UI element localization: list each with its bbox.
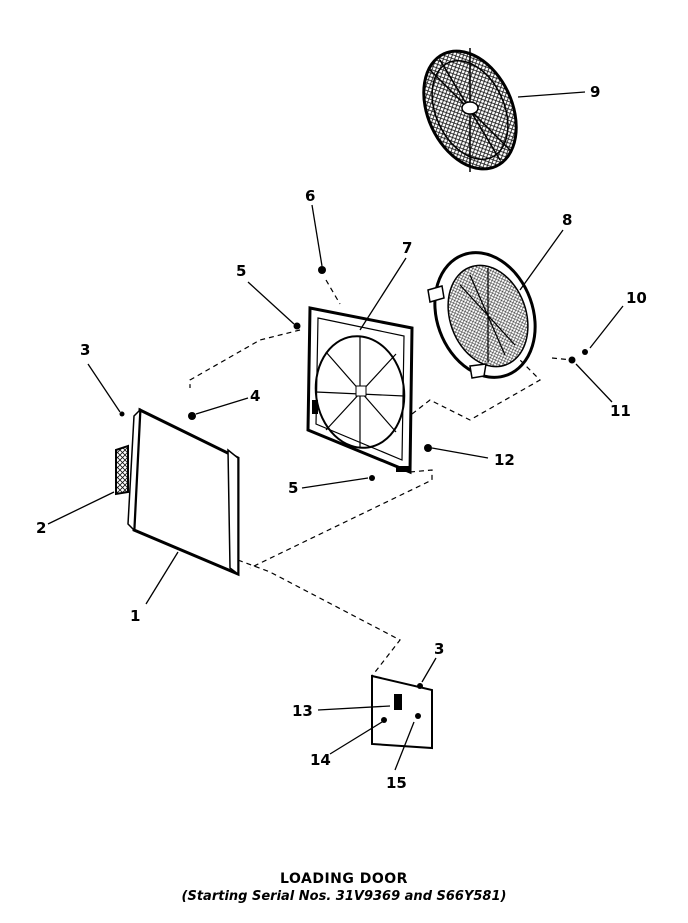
leader-lines: [47, 91, 624, 771]
callout-11: 11: [610, 402, 631, 420]
part-7-inner-frame: [306, 306, 414, 475]
part-4-screw: [188, 412, 196, 420]
callout-5-lower: 5: [288, 479, 298, 497]
callout-15: 15: [386, 774, 407, 792]
part-5-screw-lower: [369, 475, 375, 481]
callouts: 9 6 7 8 5 3 4 10 11 12 5 2 1 3 13 14 15: [36, 83, 647, 792]
callout-13: 13: [292, 702, 313, 720]
diagram-subtitle: (Starting Serial Nos. 31V9369 and S66Y58…: [181, 889, 507, 904]
hardware-screws: [119, 266, 588, 481]
callout-7: 7: [402, 239, 412, 257]
part-5-screw-upper: [293, 322, 301, 330]
hinge-plate-detail: [371, 674, 433, 750]
callout-5-upper: 5: [236, 262, 246, 280]
callout-1: 1: [130, 607, 140, 625]
part-9-filter-screen: [422, 48, 518, 172]
part-8-round-shroud: [427, 251, 537, 379]
part-10-screw: [582, 349, 588, 355]
callout-3-lower: 3: [434, 640, 444, 658]
assembly-guide-lines: [189, 279, 573, 677]
callout-9: 9: [590, 83, 600, 101]
callout-6: 6: [305, 187, 315, 205]
part-3-screw-upper: [119, 411, 125, 417]
part-12-screw: [424, 444, 432, 452]
diagram-title: LOADING DOOR: [280, 871, 408, 887]
part-6-screw: [318, 266, 326, 274]
part-1-door-panel: [127, 407, 240, 577]
callout-3-upper: 3: [80, 341, 90, 359]
callout-12: 12: [494, 451, 515, 469]
part-2-handle: [115, 444, 129, 496]
callout-2: 2: [36, 519, 46, 537]
callout-8: 8: [562, 211, 572, 229]
callout-10: 10: [626, 289, 647, 307]
callout-14: 14: [310, 751, 331, 769]
callout-4: 4: [250, 387, 260, 405]
